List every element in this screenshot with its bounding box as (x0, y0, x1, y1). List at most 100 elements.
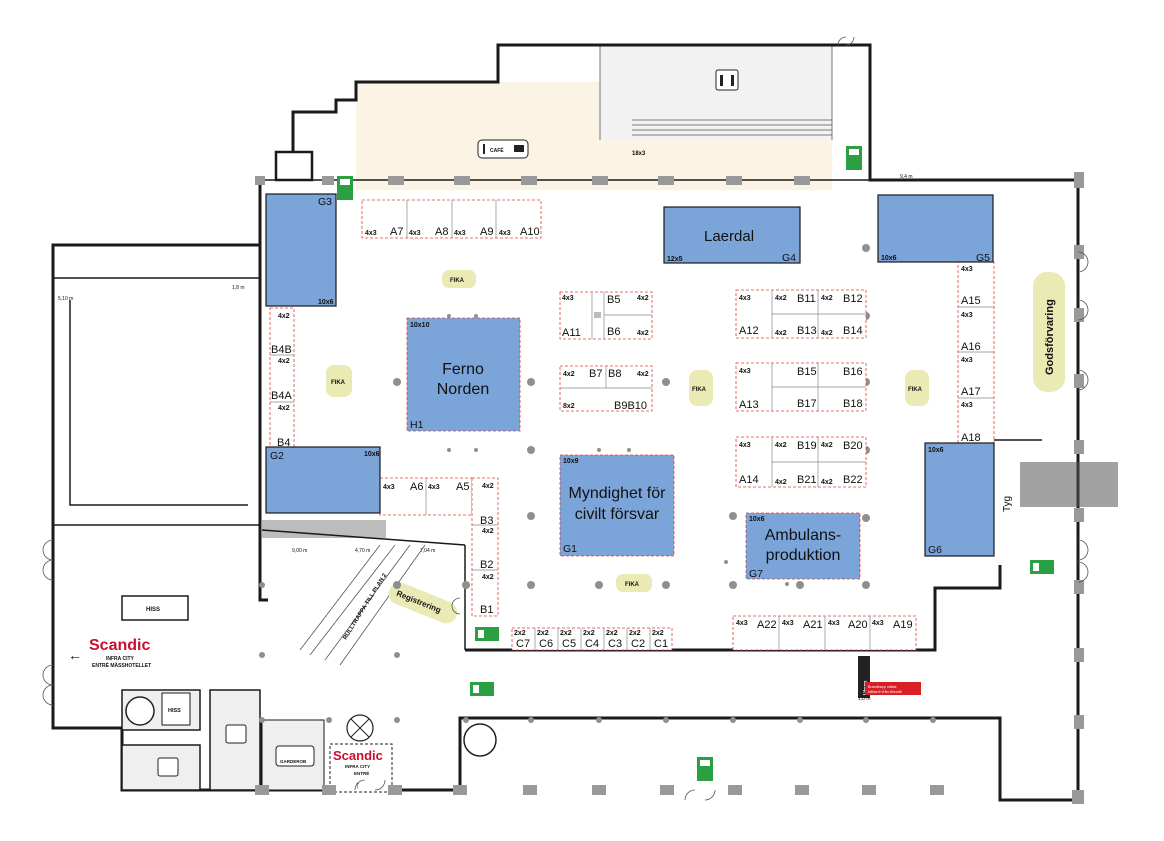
tyg-label: Tyg (1002, 496, 1013, 512)
size-B20: 4x2 (821, 442, 833, 449)
booth-B21[interactable]: B21 (797, 474, 817, 486)
booth-C2[interactable]: C2 (631, 638, 645, 650)
booth-B7[interactable]: B7 (589, 368, 602, 380)
booth-A20[interactable]: A20 (848, 619, 868, 631)
booth-B18[interactable]: B18 (843, 398, 863, 410)
booth-G5[interactable] (877, 194, 994, 263)
booth-B4[interactable]: B4 (277, 437, 290, 449)
svg-text:FIKA: FIKA (625, 582, 640, 588)
size-A7: 4x3 (365, 230, 377, 237)
booth-A11[interactable]: A11 (562, 327, 581, 339)
booth-A15[interactable]: A15 (961, 295, 981, 307)
booth-B15[interactable]: B15 (797, 366, 817, 378)
booth-B11[interactable]: B11 (797, 293, 816, 305)
booth-C7[interactable]: C7 (516, 638, 530, 650)
booth-B14[interactable]: B14 (843, 325, 863, 337)
revolving-fan-icon (125, 696, 155, 726)
booth-B2[interactable]: B2 (480, 559, 493, 571)
size-B14: 4x2 (821, 330, 833, 337)
booth-A17[interactable]: A17 (961, 386, 981, 398)
size-A21: 4x3 (782, 620, 794, 627)
svg-text:FIKA: FIKA (331, 380, 346, 386)
size-A14: 4x3 (739, 442, 751, 449)
booth-H1-size: 10x10 (410, 322, 430, 329)
booth-G6[interactable] (924, 442, 995, 557)
booth-G1[interactable] (559, 454, 675, 557)
size-A12: 4x3 (739, 295, 751, 302)
coffee-cup-icon (514, 145, 524, 152)
size-A5: 4x3 (428, 484, 440, 491)
booth-C4[interactable]: C4 (585, 638, 599, 650)
size-B12: 4x2 (821, 295, 833, 302)
booth-A13[interactable]: A13 (739, 399, 759, 411)
booth-A12[interactable]: A12 (739, 325, 759, 337)
booth-A10[interactable]: A10 (520, 226, 540, 238)
booth-H1[interactable] (406, 317, 521, 432)
size-B8: 4x2 (637, 371, 649, 378)
booth-B8[interactable]: B8 (608, 368, 621, 380)
booth-A14[interactable]: A14 (739, 474, 759, 486)
size-B4B: 4x2 (278, 313, 290, 320)
booth-B20[interactable]: B20 (843, 440, 863, 452)
booth-A22[interactable]: A22 (757, 619, 777, 631)
booth-C3[interactable]: C3 (608, 638, 622, 650)
booth-B22[interactable]: B22 (843, 474, 863, 486)
booth-A6[interactable]: A6 (410, 481, 423, 493)
cafe-label: CAFÉ (490, 146, 504, 154)
booth-C1[interactable]: C1 (654, 638, 668, 650)
svg-text:FIKA: FIKA (450, 278, 465, 284)
size-B22: 4x2 (821, 479, 833, 486)
booth-A8[interactable]: A8 (435, 226, 448, 238)
arrow-left-icon: ← (68, 647, 82, 663)
booth-A7[interactable]: A7 (390, 226, 403, 238)
booth-B5[interactable]: B5 (607, 294, 620, 306)
booth-B12[interactable]: B12 (843, 293, 863, 305)
size-B6: 4x2 (637, 330, 649, 337)
booth-B1[interactable]: B1 (480, 604, 493, 616)
booth-B6[interactable]: B6 (607, 326, 620, 338)
booth-G3-size: 10x6 (318, 299, 334, 306)
fika-area-3: FIKA (689, 370, 713, 406)
booth-G4[interactable] (663, 206, 801, 264)
booth-C5[interactable]: C5 (562, 638, 576, 650)
scandic-logo-2: Scandic (333, 748, 383, 763)
booth-G7[interactable] (745, 512, 861, 580)
booth-G6-size: 10x6 (928, 447, 944, 454)
godsforvaring-label: Godsförvaring (1044, 299, 1056, 375)
dim-5: 4,70 m (355, 548, 370, 554)
booth-G2[interactable] (265, 446, 381, 514)
exit-sign-6 (697, 757, 713, 781)
scandic-entre: ENTRÉ MÄSSHOTELLET (92, 661, 151, 669)
garderob-label: GARDEROB (280, 759, 307, 764)
booth-A21[interactable]: A21 (803, 619, 823, 631)
booth-A16[interactable]: A16 (961, 341, 981, 353)
booth-G2-size: 10x6 (364, 451, 380, 458)
notice-line-1: Brandtrapp måste (868, 685, 897, 689)
size-B9B10: 8x2 (563, 403, 575, 410)
booth-B3[interactable]: B3 (480, 515, 493, 527)
fika-area-1: FIKA (442, 270, 476, 288)
booth-G3[interactable] (265, 193, 337, 307)
booth-A5[interactable]: A5 (456, 481, 469, 493)
garderob-sign (275, 745, 315, 767)
exit-sign-1 (337, 176, 353, 200)
booth-C6[interactable]: C6 (539, 638, 553, 650)
size-B3: 4x2 (482, 483, 494, 490)
booth-B16[interactable]: B16 (843, 366, 863, 378)
booth-G1-size: 10x9 (563, 458, 579, 465)
booth-A9[interactable]: A9 (480, 226, 493, 238)
booth-B4B[interactable]: B4B (271, 344, 292, 356)
booth-B13[interactable]: B13 (797, 325, 817, 337)
booth-B17[interactable]: B17 (797, 398, 817, 410)
hiss-label-1: HISS (146, 607, 160, 613)
booth-B19[interactable]: B19 (797, 440, 817, 452)
size-A8: 4x3 (409, 230, 421, 237)
size-B11: 4x2 (775, 295, 787, 302)
booth-B4A[interactable]: B4A (271, 390, 292, 402)
booth-B9B10[interactable]: B9B10 (614, 400, 647, 412)
booth-G4-id: G4 (782, 252, 796, 264)
booth-A18[interactable]: A18 (961, 432, 981, 444)
booth-A19[interactable]: A19 (893, 619, 913, 631)
booth-block-c (511, 627, 673, 651)
